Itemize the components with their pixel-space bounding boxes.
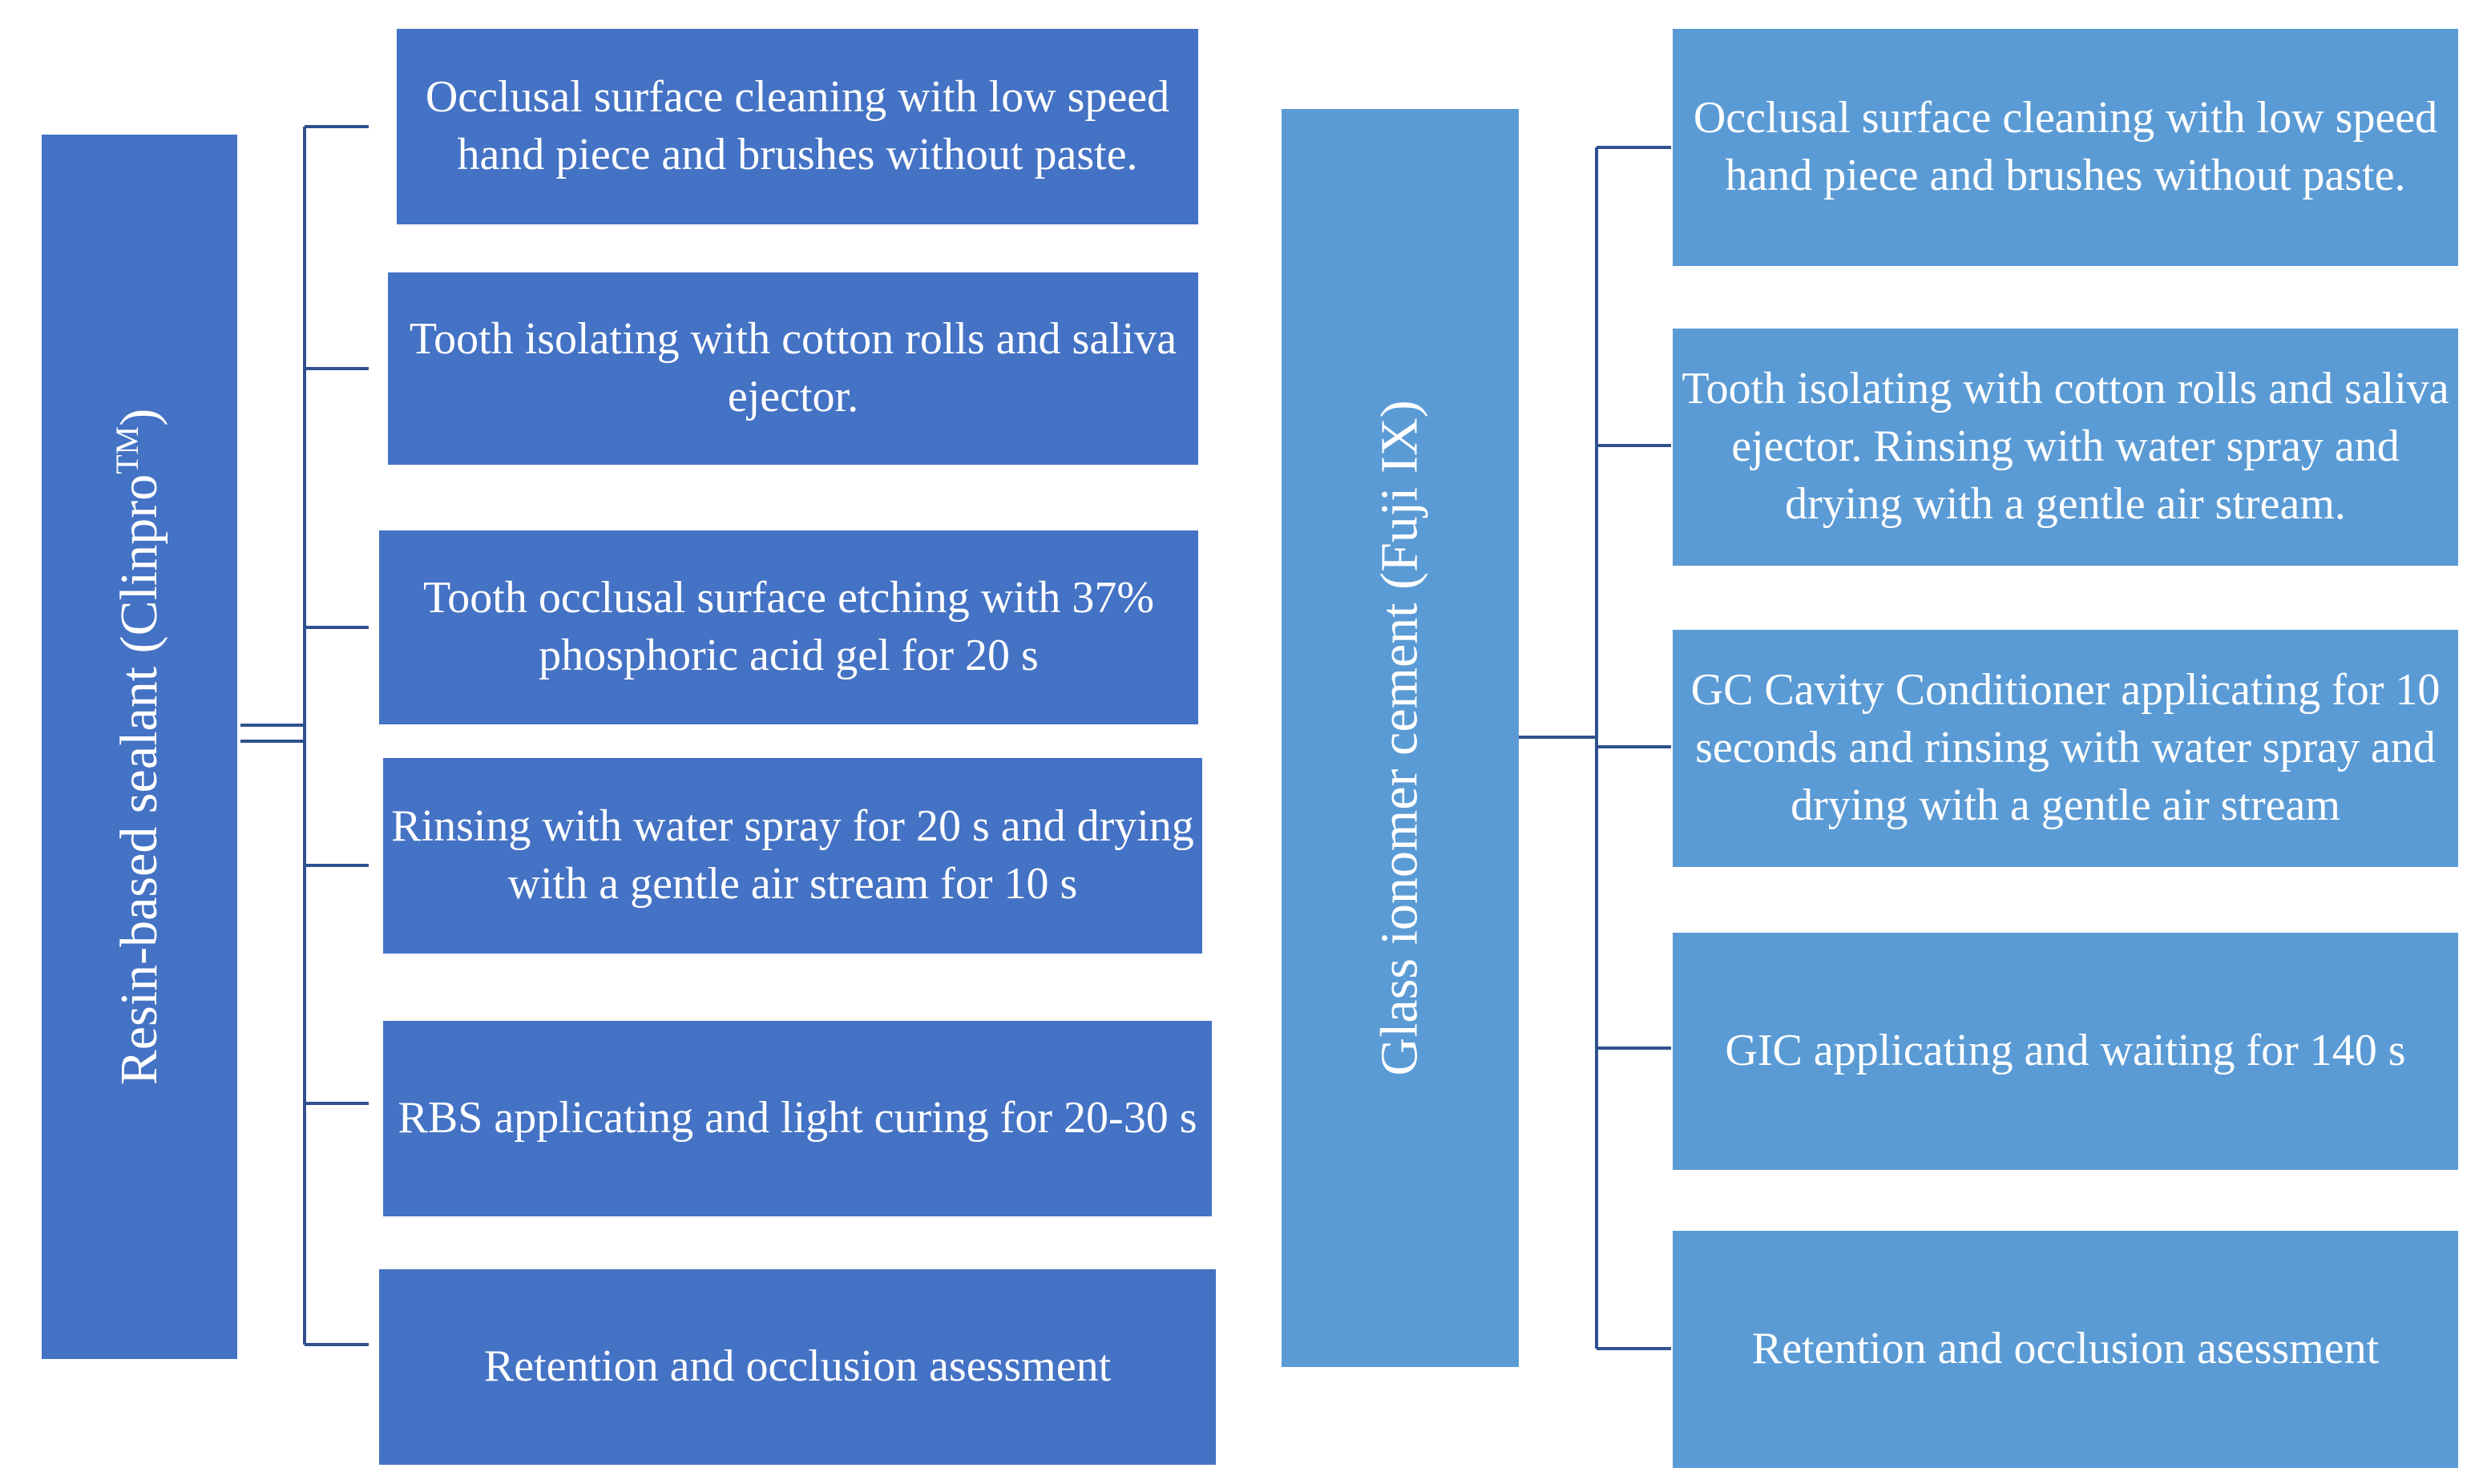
resin-sealant-tree: Resin-based sealant (ClinproTM) Occlusal… xyxy=(42,29,1216,1465)
right-connectors xyxy=(1519,146,1671,1350)
left-step-3: Tooth occlusal surface etching with 37% … xyxy=(379,530,1198,724)
right-step-5: Retention and occlusion asessment xyxy=(1673,1231,2458,1468)
right-step-2: Tooth isolating with cotton rolls and sa… xyxy=(1673,329,2458,566)
left-step-2: Tooth isolating with cotton rolls and sa… xyxy=(388,272,1198,465)
left-step-4: Rinsing with water spray for 20 s and dr… xyxy=(383,758,1202,954)
left-step-1: Occlusal surface cleaning with low speed… xyxy=(397,29,1198,224)
right-step-4: GIC applicating and waiting for 140 s xyxy=(1673,933,2458,1170)
right-step-3: GC Cavity Conditioner applicating for 10… xyxy=(1673,630,2458,867)
left-step-5: RBS applicating and light curing for 20-… xyxy=(383,1021,1212,1216)
right-step-1: Occlusal surface cleaning with low speed… xyxy=(1673,29,2458,266)
left-step-6: Retention and occlusion asessment xyxy=(379,1269,1216,1465)
resin-sealant-root: Resin-based sealant (ClinproTM) xyxy=(42,135,237,1359)
glass-ionomer-tree: Glass ionomer cement (Fuji IX) Occlusal … xyxy=(1242,0,2483,1484)
glass-ionomer-root-label: Glass ionomer cement (Fuji IX) xyxy=(1371,400,1429,1076)
left-connectors xyxy=(240,125,369,1346)
glass-ionomer-root: Glass ionomer cement (Fuji IX) xyxy=(1282,109,1519,1367)
resin-sealant-root-label: Resin-based sealant (ClinproTM) xyxy=(109,408,168,1086)
